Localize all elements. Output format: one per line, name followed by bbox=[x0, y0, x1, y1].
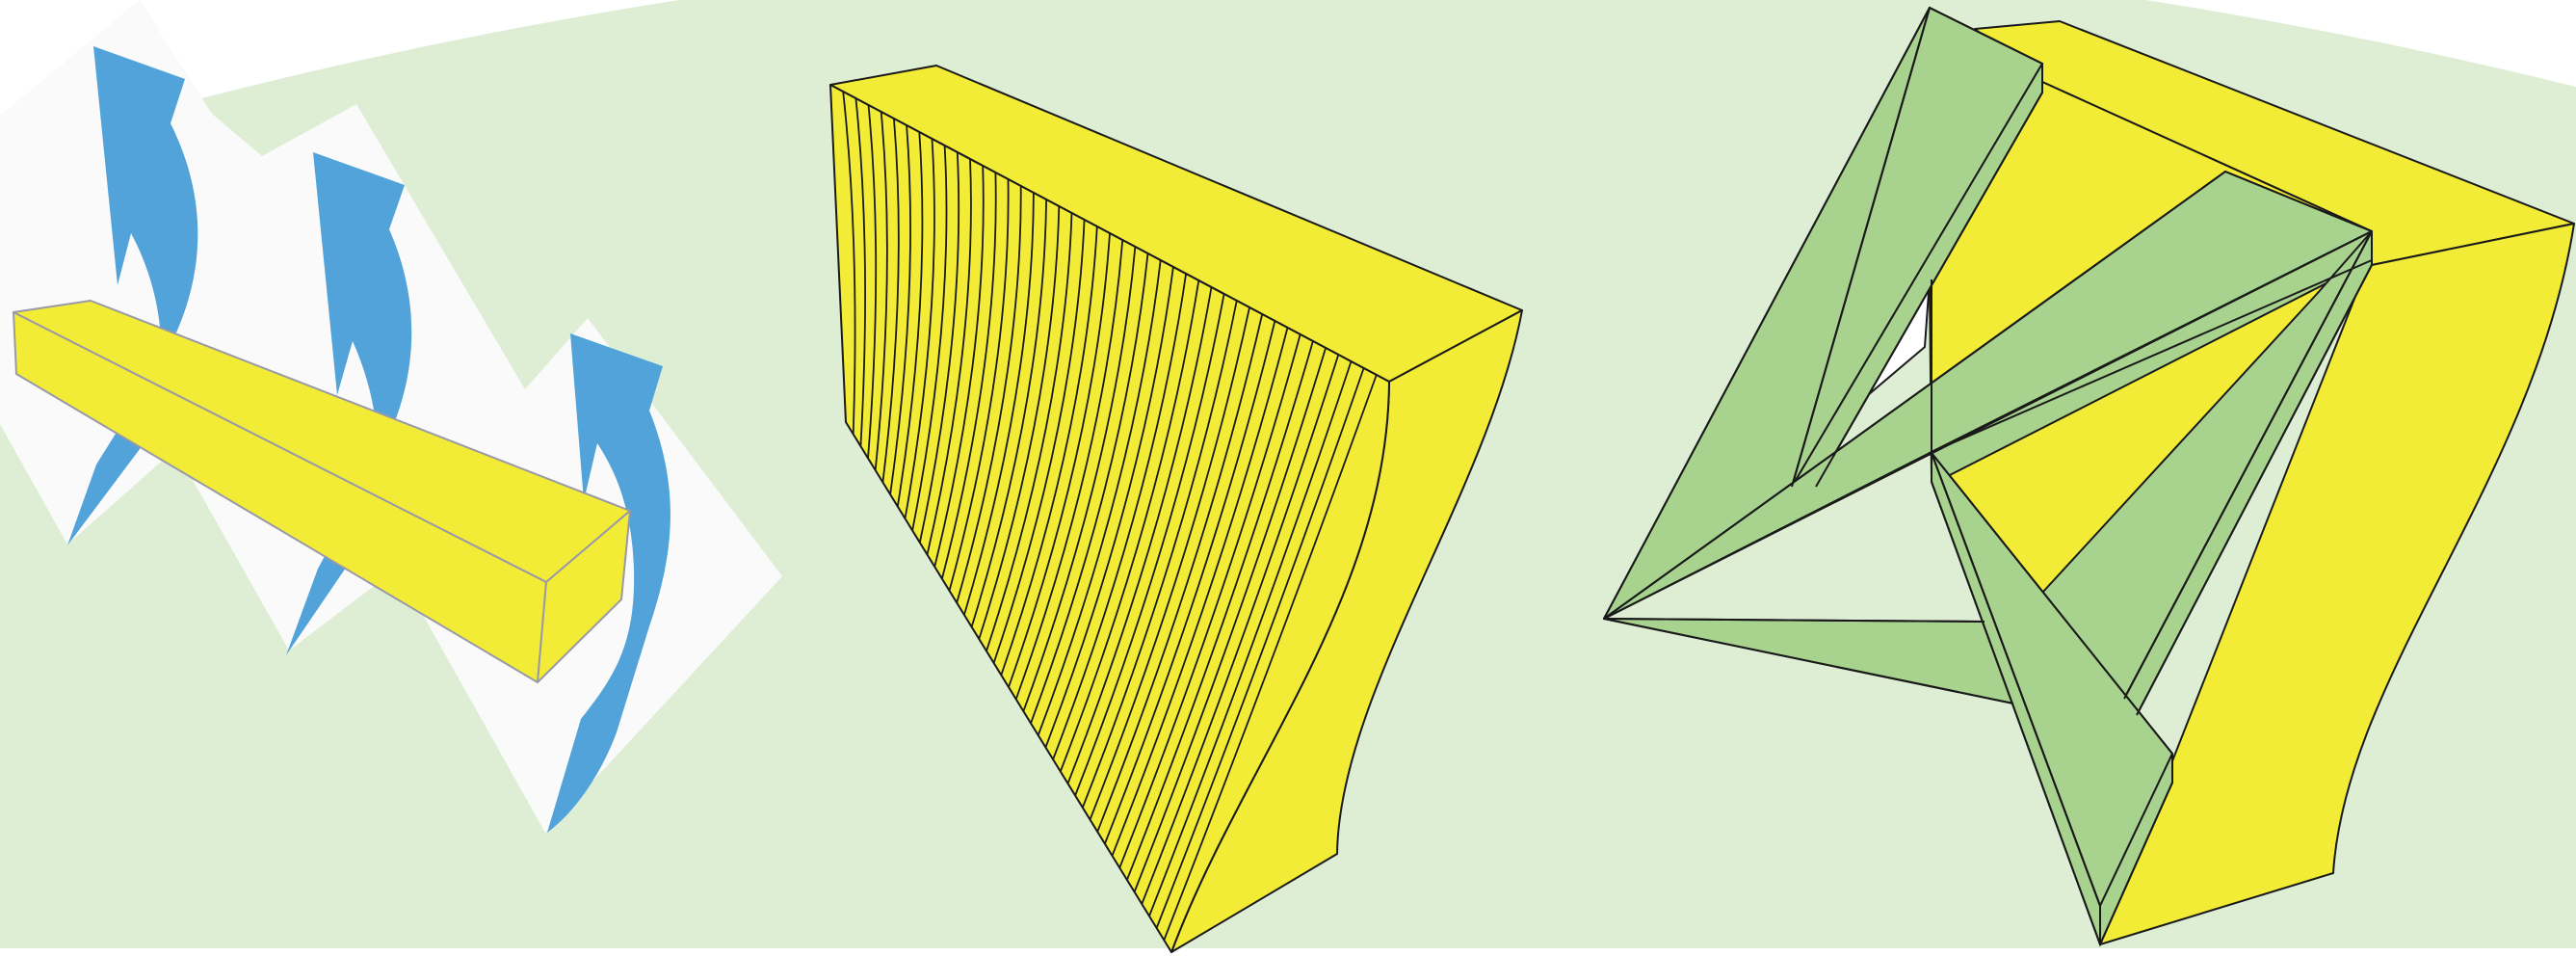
illustration bbox=[0, 0, 2576, 956]
diagram-canvas bbox=[0, 0, 2576, 956]
